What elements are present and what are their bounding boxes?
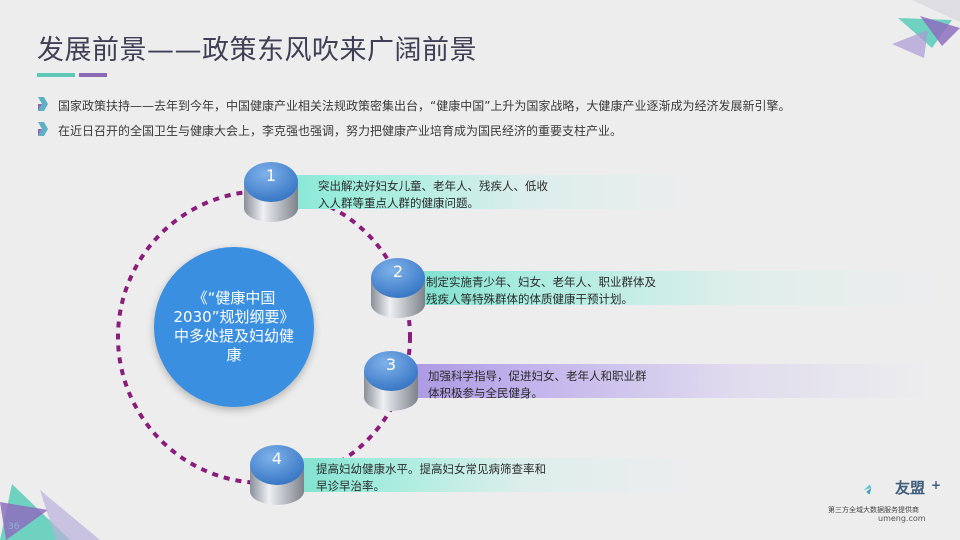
page-title: 发展前景——政策东风吹来广阔前景 — [37, 35, 477, 66]
item-number: 2 — [392, 262, 404, 281]
page-number: 36 — [8, 522, 20, 532]
item-text-line: 入人群等重点人群的健康问题。 — [318, 196, 479, 210]
item-number: 1 — [265, 166, 277, 185]
cylinder-marker-4: 4 — [248, 443, 306, 507]
item-text-line: 早诊早治率。 — [316, 479, 385, 493]
logo-plus: + — [931, 478, 942, 492]
logo-tagline: 第三方全域大数据服务提供商 — [828, 506, 919, 514]
hub-circle: 《“健康中国2030”规划纲要》中多处提及妇幼健康 — [154, 247, 314, 407]
top-right-triangle-decoration — [892, 0, 960, 58]
logo-name: 友盟 — [895, 479, 926, 497]
item-text-line: 提高妇幼健康水平。提高妇女常见病筛查率和 — [316, 462, 546, 476]
bottom-left-triangle-decoration — [0, 484, 100, 540]
logo-site: umeng.com — [878, 514, 926, 523]
cylinder-icon — [244, 162, 298, 222]
cylinder-icon — [250, 445, 304, 505]
item-band-3: 加强科学指导，促进妇女、老年人和职业群 体积极参与全民健身。 — [370, 364, 930, 400]
item-text-line: 突出解决好妇女儿童、老年人、残疾人、低收 — [318, 179, 548, 193]
item-text-line: 加强科学指导，促进妇女、老年人和职业群 — [428, 369, 647, 383]
item-number: 3 — [385, 355, 397, 374]
item-band-1: 突出解决好妇女儿童、老年人、残疾人、低收 入人群等重点人群的健康问题。 — [258, 175, 698, 210]
bullet-text: 在近日召开的全国卫生与健康大会上，李克强也强调，努力把健康产业培育成为国民经济的… — [58, 124, 623, 138]
bullet-text: 国家政策扶持——去年到今年，中国健康产业相关法规政策密集出台，“健康中国”上升为… — [58, 99, 791, 113]
hub-text: 《“健康中国2030”规划纲要》中多处提及妇幼健康 — [173, 289, 295, 364]
item-number: 4 — [271, 449, 283, 468]
umeng-logo-icon — [863, 484, 872, 495]
cylinder-icon — [371, 258, 425, 318]
item-band-2: 制定实施青少年、妇女、老年人、职业群体及 残疾人等特殊群体的体质健康干预计划。 — [378, 271, 938, 306]
item-band-4: 提高妇幼健康水平。提高妇女常见病筛查率和 早诊早治率。 — [258, 458, 698, 493]
item-text-line: 体积极参与全民健身。 — [428, 386, 543, 400]
cylinder-marker-1: 1 — [242, 160, 300, 224]
cylinder-marker-2: 2 — [369, 256, 427, 320]
item-text-line: 制定实施青少年、妇女、老年人、职业群体及 — [426, 275, 656, 289]
chevron-right-icon — [38, 122, 48, 136]
cylinder-marker-3: 3 — [362, 349, 420, 413]
title-underline — [37, 73, 107, 77]
chevron-right-icon — [38, 97, 48, 111]
cylinder-icon — [364, 351, 418, 411]
item-text-line: 残疾人等特殊群体的体质健康干预计划。 — [426, 292, 633, 306]
